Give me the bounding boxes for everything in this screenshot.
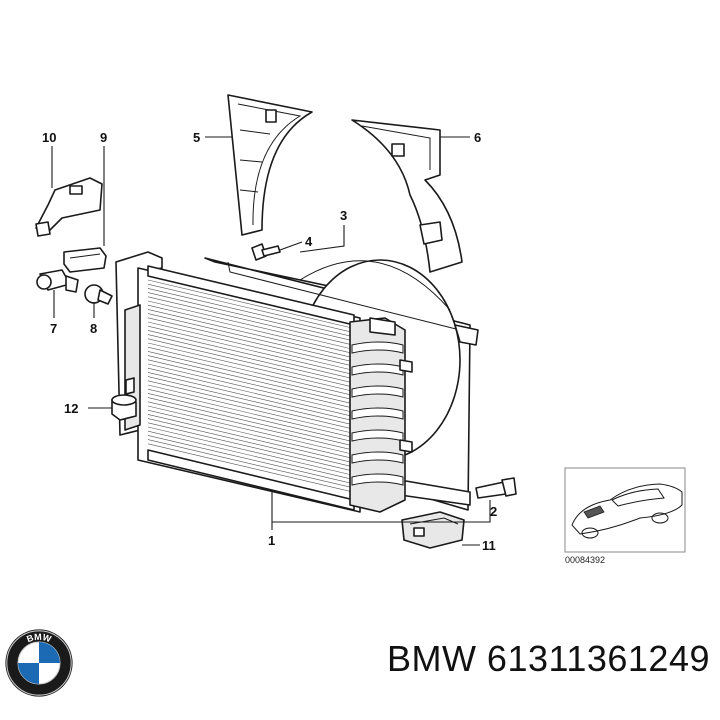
callout-7: 7 [50, 321, 57, 336]
part-4-bolt [251, 243, 281, 261]
part-9-clip [63, 247, 107, 273]
radiator-fin-line [147, 426, 353, 476]
tank-rib [351, 473, 404, 486]
part-10-bracket [35, 177, 103, 237]
radiator-fins [147, 279, 353, 493]
part-8-plug [84, 284, 113, 305]
radiator-fin-line [147, 279, 353, 329]
callout-9: 9 [100, 130, 107, 145]
radiator-fin-line [147, 418, 353, 467]
callout-10: 10 [42, 130, 56, 145]
radiator-fin-line [147, 321, 353, 371]
leader-lines [51, 136, 491, 546]
part-12-mount [111, 394, 137, 421]
callout-2: 2 [490, 504, 497, 519]
car-silhouette-icon [571, 483, 683, 539]
callout-3: 3 [340, 208, 347, 223]
radiator-fin-line [147, 397, 353, 446]
bmw-roundel-icon: BMW [5, 629, 73, 697]
tank-rib [351, 341, 404, 354]
part-number-caption: BMW 61311361249 [386, 638, 710, 679]
radiator-fin-line [147, 283, 353, 333]
callout-12: 12 [64, 401, 78, 416]
radiator-fin-line [147, 443, 353, 493]
shroud-bracket-right [351, 119, 463, 273]
radiator-fin-line [147, 313, 353, 362]
radiator [115, 251, 413, 513]
callout-6: 6 [474, 130, 481, 145]
radiator-fin-line [147, 304, 353, 354]
radiator-fin-line [147, 372, 353, 421]
radiator-fin-line [147, 325, 353, 375]
radiator-fin-line [147, 346, 353, 396]
tank-rib [351, 407, 404, 420]
callout-labels: 1 2 3 4 5 6 7 8 9 10 11 12 [42, 130, 497, 553]
radiator-fin-line [147, 376, 353, 425]
callout-4: 4 [305, 234, 313, 249]
radiator-fin-line [147, 292, 353, 341]
radiator-fin-line [147, 309, 353, 358]
part-11-bracket [401, 511, 465, 549]
radiator-fin-line [147, 334, 353, 383]
part-7-sensor [36, 269, 79, 293]
radiator-fin-line [147, 414, 353, 463]
radiator-fin-line [147, 359, 353, 409]
radiator-fin-line [147, 300, 353, 350]
radiator-fin-line [147, 401, 353, 451]
radiator-fin-line [147, 422, 353, 472]
radiator-fin-line [147, 409, 353, 459]
radiator-fin-line [147, 351, 353, 400]
tank-rib [351, 363, 404, 376]
tank-rib [351, 451, 404, 464]
part-2-bolt [475, 477, 517, 499]
radiator-fin-line [147, 388, 353, 438]
shroud-bracket-left [227, 94, 313, 236]
vehicle-reference-thumbnail: 00084392 [564, 467, 686, 565]
diagram-reference-code: 00084392 [565, 555, 605, 565]
radiator-fin-line [147, 384, 353, 434]
radiator-fin-line [147, 355, 353, 404]
callout-11: 11 [482, 538, 496, 553]
callout-1: 1 [268, 533, 275, 548]
radiator-fin-line [147, 338, 353, 388]
callout-8: 8 [90, 321, 97, 336]
radiator-fin-line [147, 439, 353, 488]
tank-rib [351, 385, 404, 398]
radiator-fin-line [147, 330, 353, 379]
callout-5: 5 [193, 130, 200, 145]
radiator-fin-line [147, 393, 353, 442]
bmw-logo-lettering: BMW [25, 632, 53, 645]
radiator-fin-line [147, 342, 353, 392]
radiator-fin-line [147, 435, 353, 484]
radiator-fin-line [147, 367, 353, 417]
radiator-fin-line [147, 380, 353, 430]
radiator-fin-line [147, 317, 353, 367]
radiator-fin-line [147, 363, 353, 413]
radiator-fin-line [147, 296, 353, 346]
tank-ribs [351, 341, 404, 486]
radiator-fin-line [147, 405, 353, 455]
radiator-fin-line [147, 430, 353, 480]
radiator-fin-line [147, 288, 353, 337]
